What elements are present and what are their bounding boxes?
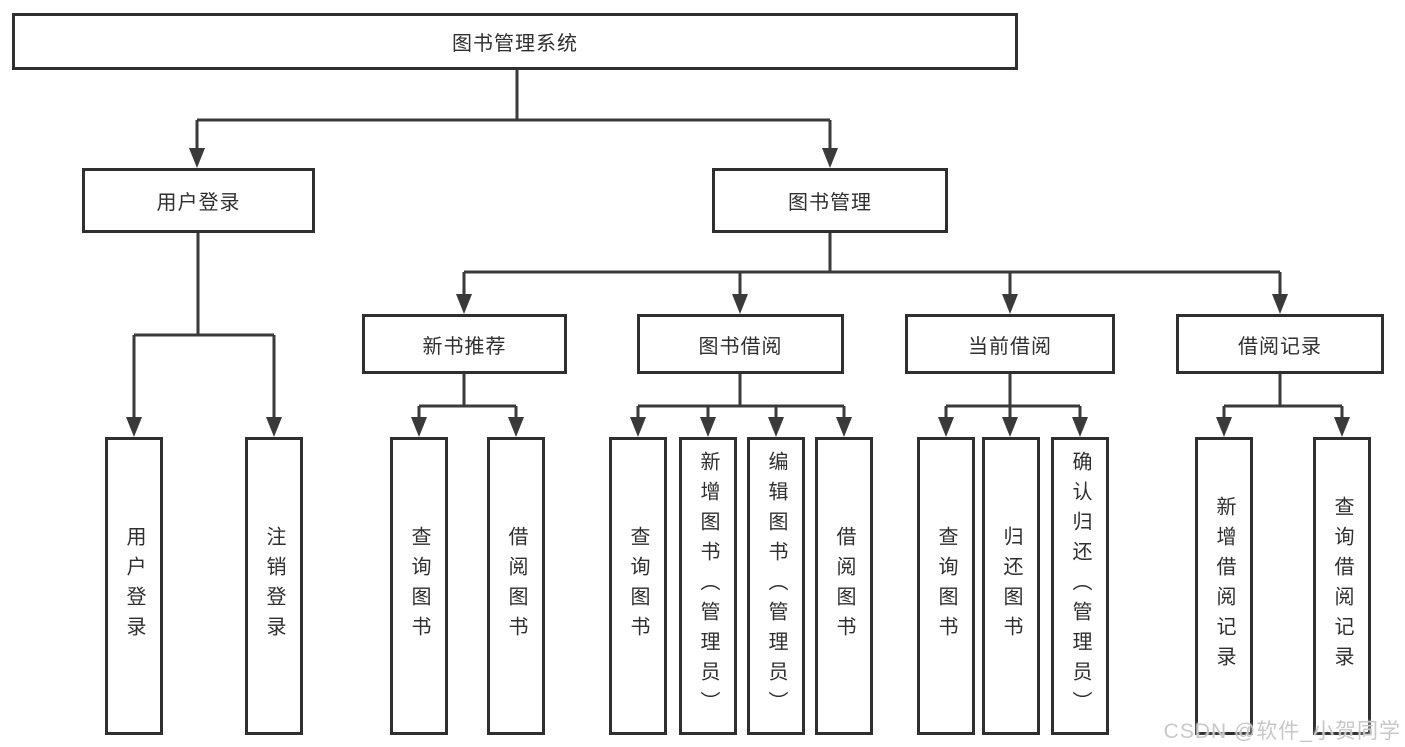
leaf-query-books: 查询图书 — [917, 437, 975, 735]
arrow-icon — [822, 148, 838, 168]
arrow-icon — [938, 417, 954, 437]
leaf-query-books: 查询图书 — [609, 437, 667, 735]
arrow-icon — [411, 417, 427, 437]
leaf-label: 确认归还（管理员） — [1069, 451, 1091, 721]
leaf-label: 用户登录 — [123, 526, 145, 646]
leaf-label: 查询借阅记录 — [1331, 496, 1353, 676]
leaf-edit-books-admin: 编辑图书（管理员） — [747, 437, 805, 735]
node-new-book-recommendation: 新书推荐 — [362, 314, 567, 374]
leaf-add-books-admin: 新增图书（管理员） — [679, 437, 737, 735]
arrow-icon — [456, 294, 472, 314]
arrow-icon — [189, 148, 205, 168]
leaf-user-login: 用户登录 — [105, 437, 163, 735]
leaf-query-borrow-record: 查询借阅记录 — [1313, 437, 1371, 735]
arrow-icon — [836, 417, 852, 437]
leaf-return-books: 归还图书 — [982, 437, 1040, 735]
arrow-icon — [508, 417, 524, 437]
node-borrowing-records: 借阅记录 — [1176, 314, 1384, 374]
arrow-icon — [1072, 417, 1088, 437]
arrow-icon — [630, 417, 646, 437]
csdn-watermark: CSDN @软件_小贺同学 — [1163, 720, 1401, 743]
node-book-borrowing: 图书借阅 — [637, 314, 844, 374]
node-library-management-system: 图书管理系统 — [12, 13, 1018, 70]
leaf-borrow-books: 借阅图书 — [487, 437, 545, 735]
leaf-borrow-books: 借阅图书 — [815, 437, 873, 735]
arrow-icon — [1216, 417, 1232, 437]
arrow-icon — [1334, 417, 1350, 437]
leaf-label: 查询图书 — [408, 526, 430, 646]
node-book-management: 图书管理 — [712, 168, 948, 233]
leaf-label: 查询图书 — [627, 526, 649, 646]
arrow-icon — [1002, 294, 1018, 314]
leaf-label: 借阅图书 — [833, 526, 855, 646]
leaf-label: 新增图书（管理员） — [697, 451, 719, 721]
leaf-label: 编辑图书（管理员） — [765, 451, 787, 721]
leaf-label: 查询图书 — [935, 526, 957, 646]
arrow-icon — [1002, 417, 1018, 437]
leaf-label: 借阅图书 — [505, 526, 527, 646]
arrow-icon — [1272, 294, 1288, 314]
node-user-login: 用户登录 — [82, 168, 315, 233]
arrow-icon — [732, 294, 748, 314]
arrow-icon — [126, 417, 142, 437]
leaf-query-books: 查询图书 — [390, 437, 448, 735]
arrow-icon — [768, 417, 784, 437]
leaf-add-borrow-record: 新增借阅记录 — [1195, 437, 1253, 735]
leaf-label: 注销登录 — [263, 526, 285, 646]
leaf-label: 新增借阅记录 — [1213, 496, 1235, 676]
arrow-icon — [700, 417, 716, 437]
arrow-icon — [266, 417, 282, 437]
leaf-confirm-return-admin: 确认归还（管理员） — [1051, 437, 1109, 735]
node-current-borrowing: 当前借阅 — [905, 314, 1115, 374]
leaf-logout: 注销登录 — [245, 437, 303, 735]
leaf-label: 归还图书 — [1000, 526, 1022, 646]
